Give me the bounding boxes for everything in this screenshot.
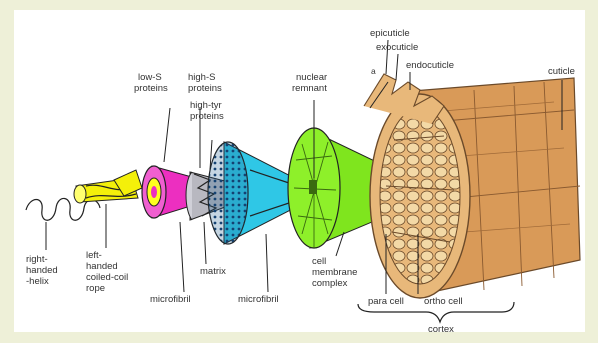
svg-text:right-: right- <box>26 254 48 265</box>
nuclear-remnant-label: nuclear remnant <box>292 72 327 94</box>
svg-text:coiled-coil: coiled-coil <box>86 272 128 283</box>
left-handed-rope-label: left- handed coiled-coil rope <box>86 250 128 294</box>
high-s-proteins-label: high-S proteins <box>188 72 222 94</box>
svg-text:proteins: proteins <box>134 83 168 94</box>
svg-text:nuclear: nuclear <box>296 72 327 83</box>
matrix-label: matrix <box>200 266 226 277</box>
cortex-label: cortex <box>428 324 454 332</box>
right-handed-helix-drawing <box>26 198 100 250</box>
svg-text:cell: cell <box>312 256 326 267</box>
ortho-cell-label: ortho cell <box>424 296 463 307</box>
para-cell-label: para cell <box>368 296 404 307</box>
hair-structure-diagram: right- handed -helix left- handed coiled… <box>14 10 585 332</box>
diagram-canvas: right- handed -helix left- handed coiled… <box>14 10 585 332</box>
cuticle-label: cuticle <box>548 66 575 77</box>
svg-text:low-S: low-S <box>138 72 162 83</box>
microfibril-label-2: microfibril <box>238 294 279 305</box>
svg-text:complex: complex <box>312 278 348 289</box>
endocuticle-label: endocuticle <box>406 60 454 71</box>
cortex-cuticle-drawing <box>358 40 580 322</box>
svg-text:left-: left- <box>86 250 102 261</box>
svg-text:remnant: remnant <box>292 83 327 94</box>
svg-text:high-tyr: high-tyr <box>190 100 222 111</box>
cell-membrane-complex-label: cell membrane complex <box>312 256 357 289</box>
exocuticle-label: exocuticle <box>376 42 418 53</box>
high-tyr-proteins-label: high-tyr proteins <box>190 100 224 122</box>
low-s-proteins-label: low-S proteins <box>134 72 168 94</box>
svg-text:high-S: high-S <box>188 72 215 83</box>
right-handed-helix-label: right- handed -helix <box>26 254 58 287</box>
svg-text:proteins: proteins <box>188 83 222 94</box>
svg-text:handed: handed <box>86 261 118 272</box>
svg-text:rope: rope <box>86 283 105 294</box>
microfibril-label-1: microfibril <box>150 294 191 305</box>
svg-text:membrane: membrane <box>312 267 357 278</box>
svg-text:-helix: -helix <box>26 276 49 287</box>
a-marker-label: a <box>371 66 376 76</box>
svg-text:handed: handed <box>26 265 58 276</box>
epicuticle-label: epicuticle <box>370 28 410 39</box>
svg-text:proteins: proteins <box>190 111 224 122</box>
